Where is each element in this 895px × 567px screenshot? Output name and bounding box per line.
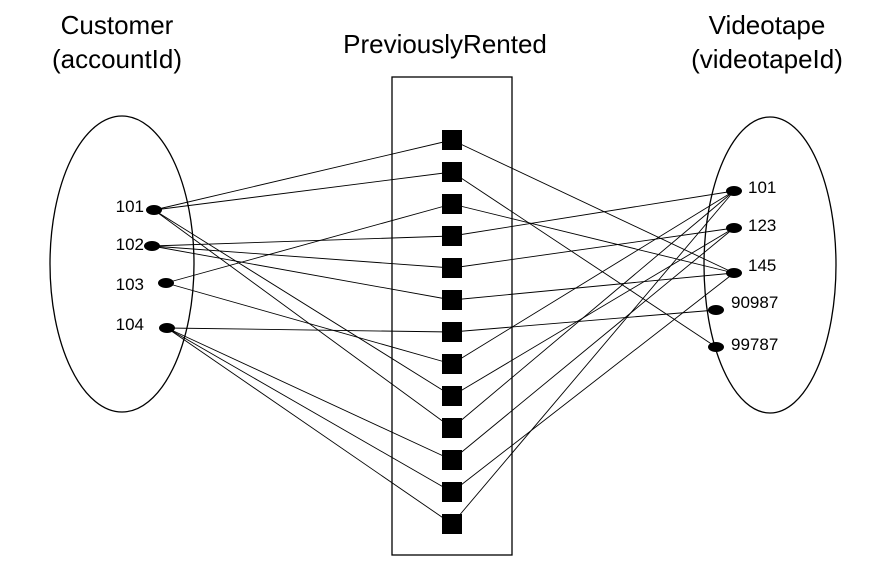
relationship-instance-5 [442, 258, 462, 278]
edge-instance-10-to-videotape-101 [451, 190, 735, 429]
edge-customer-102-to-instance-5 [151, 245, 453, 269]
edge-instance-12-to-videotape-145 [451, 272, 735, 493]
edge-instance-1-to-videotape-145 [451, 139, 735, 274]
relationship-instance-3 [442, 194, 462, 214]
customer-label-104: 104 [116, 315, 144, 334]
relationship-instance-10 [442, 418, 462, 438]
edge-customer-104-to-instance-7 [166, 327, 453, 333]
edge-customer-102-to-instance-6 [151, 245, 453, 301]
videotape-set-ellipse [703, 116, 837, 414]
relationship-instance-4 [442, 226, 462, 246]
edge-instance-11-to-videotape-123 [451, 227, 735, 461]
videotape-label-145: 145 [748, 256, 776, 275]
relationship-instance-13 [442, 514, 462, 534]
edge-instance-7-to-videotape-90987 [451, 309, 717, 333]
edge-instance-8-to-videotape-101 [451, 190, 735, 365]
edge-customer-101-to-instance-2 [153, 171, 453, 211]
edge-customer-102-to-instance-4 [151, 235, 453, 247]
edge-instance-5-to-videotape-123 [451, 227, 735, 269]
relationship-instance-8 [442, 354, 462, 374]
customer-title: Customer [61, 10, 174, 40]
videotape-label-101: 101 [748, 178, 776, 197]
relationship-instance-2 [442, 162, 462, 182]
edge-instance-3-to-videotape-145 [451, 203, 735, 274]
videotape-node-123 [726, 223, 742, 233]
customer-subtitle: (accountId) [52, 44, 182, 74]
videotape-label-99787: 99787 [731, 335, 778, 354]
relationship-instance-7 [442, 322, 462, 342]
videotape-node-90987 [708, 305, 724, 315]
customer-node-102 [144, 241, 160, 251]
videotape-label-123: 123 [748, 216, 776, 235]
relationship-instance-12 [442, 482, 462, 502]
relationship-instance-1 [442, 130, 462, 150]
edge-instance-13-to-videotape-101 [451, 190, 735, 525]
edge-customer-103-to-instance-3 [165, 203, 453, 284]
customer-node-101 [146, 205, 162, 215]
edge-customer-101-to-instance-1 [153, 139, 453, 211]
relationship-instance-11 [442, 450, 462, 470]
customer-node-103 [158, 278, 174, 288]
videotape-label-90987: 90987 [731, 293, 778, 312]
relationship-title: PreviouslyRented [343, 29, 547, 59]
edge-instance-9-to-videotape-123 [451, 227, 735, 397]
edge-instance-2-to-videotape-99787 [451, 171, 717, 348]
edge-customer-101-to-instance-9 [153, 209, 453, 397]
customer-set-ellipse [49, 115, 195, 413]
customer-label-102: 102 [116, 235, 144, 254]
videotape-node-99787 [708, 342, 724, 352]
edge-instance-4-to-videotape-101 [451, 190, 735, 237]
edge-customer-101-to-instance-10 [153, 209, 453, 429]
edge-customer-104-to-instance-11 [166, 327, 453, 461]
edge-customer-104-to-instance-12 [166, 327, 453, 493]
nodes-layer: 101 102 103 104 101 123 145 90987 99787 [116, 130, 778, 534]
edge-customer-104-to-instance-13 [166, 327, 453, 525]
videotape-subtitle: (videotapeId) [691, 44, 843, 74]
customer-node-104 [159, 323, 175, 333]
relationship-instance-6 [442, 290, 462, 310]
customer-label-103: 103 [116, 275, 144, 294]
customer-label-101: 101 [116, 197, 144, 216]
relationship-box [391, 76, 513, 556]
relationship-instance-9 [442, 386, 462, 406]
edges-layer [151, 139, 735, 525]
videotape-node-145 [726, 268, 742, 278]
videotape-title: Videotape [709, 10, 826, 40]
videotape-node-101 [726, 186, 742, 196]
edge-instance-6-to-videotape-145 [451, 272, 735, 301]
